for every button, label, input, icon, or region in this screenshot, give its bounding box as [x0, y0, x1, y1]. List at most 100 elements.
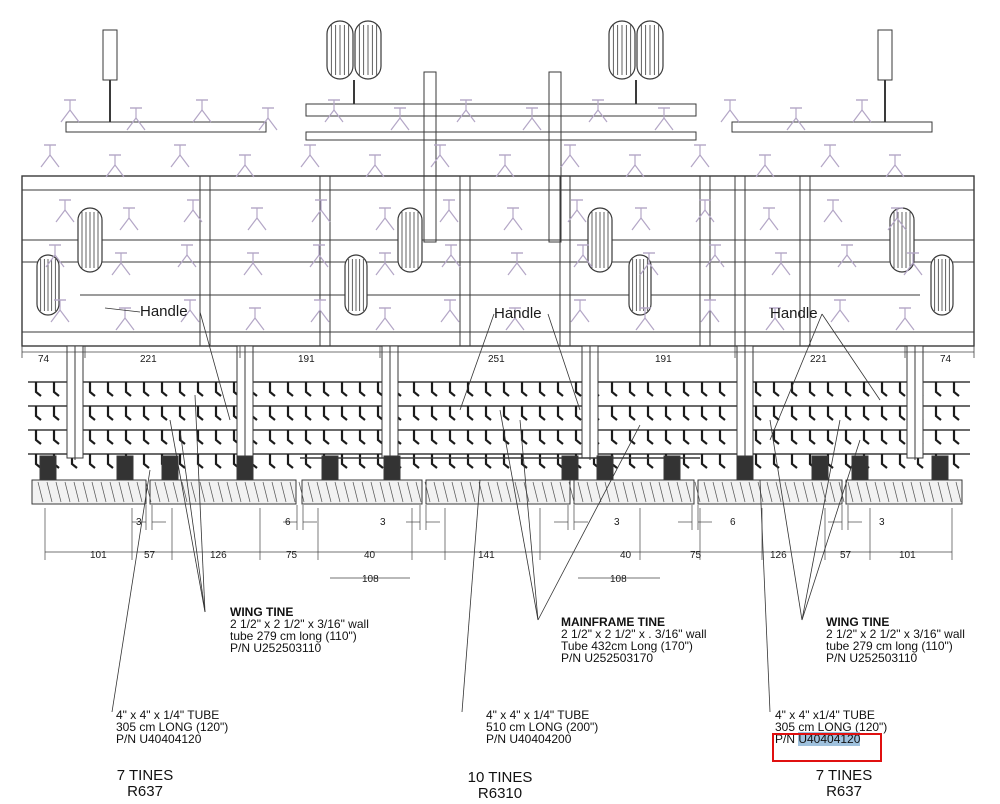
mainframe-tine-part-number: P/N U252503170 [561, 651, 654, 665]
harrow-tine [808, 382, 816, 397]
harrow-tine [574, 382, 582, 397]
tine-symbol [440, 299, 460, 323]
harrow-tine [52, 430, 60, 445]
basket-slat [406, 481, 413, 503]
section-right-tine-count: 7 TINES [815, 767, 873, 784]
leader-line [499, 409, 539, 621]
gauge-wheel-top [636, 20, 664, 80]
basket-slat [694, 481, 701, 503]
harrow-tine [268, 382, 276, 397]
basket-bearing [321, 455, 339, 481]
tine-fork [570, 309, 590, 323]
tine-fork [183, 209, 203, 223]
tine-symbol [40, 144, 60, 168]
basket-slat [955, 481, 962, 503]
tine-fork [177, 254, 197, 268]
bottom-dim-label: 141 [478, 550, 495, 561]
harrow-tine [34, 454, 42, 469]
tine-fork [631, 217, 651, 231]
harrow-tine [142, 430, 150, 445]
harrow-tine [898, 406, 906, 421]
harrow-tine [682, 382, 690, 397]
section-right-model: R637 [826, 783, 862, 800]
basket-bearing [596, 455, 614, 481]
harrow-tine [772, 406, 780, 421]
tine-fork [639, 262, 659, 276]
tine-symbol [60, 99, 80, 123]
wing-tine-left-spec: 2 1/2" x 2 1/2" x 3/16" wall [230, 617, 369, 631]
harrow-tine [628, 430, 636, 445]
basket-slat [622, 481, 629, 503]
harrow-tine [124, 406, 132, 421]
handle-label-left: Handle [140, 303, 188, 320]
harrow-tine [646, 382, 654, 397]
tine-symbol [560, 144, 580, 168]
tine-fork [111, 262, 131, 276]
tube-right-part-number-highlighted[interactable]: U40404120 [798, 732, 861, 746]
harrow-tine [376, 430, 384, 445]
rolling-basket [845, 479, 963, 505]
basket-slat [451, 481, 458, 503]
harrow-tine [952, 430, 960, 445]
harrow-tine [898, 430, 906, 445]
tube-right-spec: 4" x 4" x1/4" TUBE [775, 708, 875, 722]
tine-symbol [765, 307, 785, 331]
basket-bearing [161, 455, 179, 481]
tine-symbol [243, 252, 263, 276]
harrow-tine [286, 382, 294, 397]
leader-line [759, 479, 771, 713]
harrow-tine [196, 382, 204, 397]
harrow-tine [682, 430, 690, 445]
harrow-tine [646, 430, 654, 445]
basket-slat [379, 481, 386, 503]
frame-post [559, 175, 571, 347]
rolling-basket [31, 479, 147, 505]
harrow-tine [88, 454, 96, 469]
harrow-tine [448, 382, 456, 397]
tine-symbol [50, 299, 70, 323]
tine-fork [375, 317, 395, 331]
center-mast [423, 71, 437, 243]
basket-slat [235, 481, 242, 503]
basket-slat [343, 481, 350, 503]
tine-fork [505, 317, 525, 331]
harrow-tine [466, 430, 474, 445]
basket-slat [937, 481, 944, 503]
harrow-tine [484, 454, 492, 469]
tine-symbol [503, 207, 523, 231]
basket-slat [73, 481, 80, 503]
harrow-tine [772, 430, 780, 445]
basket-slat [145, 481, 152, 503]
bottom-dim-label: 126 [210, 550, 227, 561]
dimension-lines [21, 307, 975, 713]
harrow-tine [826, 430, 834, 445]
handle-label-right: Handle [770, 305, 818, 322]
tine-fork [690, 154, 710, 168]
harrow-tine [88, 406, 96, 421]
tube-left-length: 305 cm LONG (120") [116, 720, 229, 734]
harrow-tine [628, 406, 636, 421]
bottom-dim-label: 126 [770, 550, 787, 561]
gauge-wheel-top [608, 20, 636, 80]
tine-symbol [507, 252, 527, 276]
basket-slat [505, 481, 512, 503]
tine-symbol [111, 252, 131, 276]
harrow-tine [538, 454, 546, 469]
tine-fork [119, 217, 139, 231]
harrow-tine [880, 406, 888, 421]
frame-post [799, 175, 811, 347]
harrow-tine [574, 406, 582, 421]
harrow-tine [286, 430, 294, 445]
harrow-tine [754, 406, 762, 421]
gap-dim-label: 6 [285, 517, 291, 528]
top-dim-label: 74 [38, 354, 50, 365]
basket-slat [307, 481, 314, 503]
basket-slat [550, 481, 557, 503]
harrow-tine [538, 406, 546, 421]
basket-slat [739, 481, 746, 503]
harrow-tine [466, 382, 474, 397]
tine-fork [695, 209, 715, 223]
tine-symbol [720, 99, 740, 123]
basket-slat [766, 481, 773, 503]
